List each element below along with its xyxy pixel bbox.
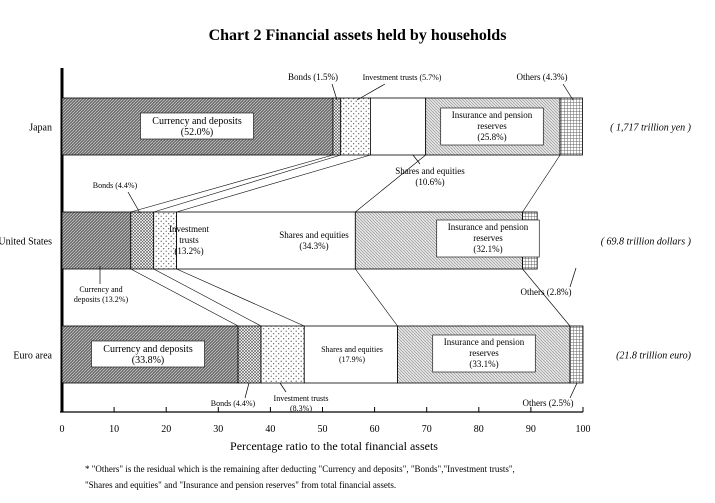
x-tick-label: 100: [576, 424, 591, 435]
connector-line: [355, 154, 426, 213]
label-japan-others: Others (4.3%): [517, 72, 568, 82]
x-tick-label: 60: [370, 424, 380, 435]
chart-title: Chart 2 Financial assets held by househo…: [208, 27, 507, 44]
x-tick-label: 90: [526, 424, 536, 435]
label-us-currency: deposits (13.2%): [74, 295, 129, 304]
connector-line: [153, 154, 341, 213]
leader-line: [412, 154, 421, 165]
connector-line: [522, 268, 571, 327]
label-euro-shares: (17.9%): [339, 355, 365, 364]
label-euro-insurance: Insurance and pension: [444, 337, 525, 347]
label-us-investment: Investment: [169, 224, 209, 234]
x-tick-label: 80: [474, 424, 484, 435]
bar-segment: [370, 97, 427, 156]
label-us-others: Others (2.8%): [521, 287, 572, 297]
label-japan-insurance: reserves: [477, 121, 507, 131]
label-us-insurance: (32.1%): [473, 244, 502, 254]
leader-line: [569, 267, 577, 288]
label-us-bonds: Bonds (4.4%): [93, 181, 138, 190]
x-tick-label: 20: [161, 424, 171, 435]
leader-line: [562, 83, 574, 101]
label-euro-shares: Shares and equities: [321, 345, 383, 354]
label-japan-insurance: (25.8%): [477, 132, 506, 142]
label-euro-investment: (8.3%): [290, 404, 312, 413]
label-euro-insurance: reserves: [469, 348, 499, 358]
connector-line: [355, 268, 398, 327]
connector-line: [153, 268, 262, 327]
total-label: ( 1,717 trillion yen ): [610, 123, 691, 134]
leader-line: [356, 83, 386, 101]
bar-segment: [559, 97, 583, 156]
x-tick-label: 30: [213, 424, 223, 435]
total-label: ( 69.8 trillion dollars ): [601, 237, 692, 248]
label-us-shares: Shares and equities: [279, 230, 349, 240]
bar-segment: [176, 211, 356, 270]
footnote-line-1: * "Others" is the residual which is the …: [85, 464, 515, 474]
leader-line: [244, 382, 250, 399]
annotation-box: [91, 340, 205, 368]
category-label: Japan: [29, 123, 52, 134]
category-label: Euro area: [13, 351, 52, 362]
bar-segment: [340, 97, 371, 156]
connector-line: [130, 268, 239, 327]
label-japan-investment: Investment trusts (5.7%): [363, 73, 442, 82]
x-tick-label: 40: [265, 424, 275, 435]
label-euro-currency: Currency and deposits: [103, 344, 193, 355]
label-euro-investment: Investment trusts: [274, 394, 329, 403]
bar-segment: [569, 325, 584, 384]
label-us-shares: (34.3%): [299, 241, 328, 251]
label-us-insurance: reserves: [473, 233, 503, 243]
label-japan-shares: (10.6%): [415, 177, 444, 187]
annotation-box: [440, 107, 544, 146]
bar-segment: [130, 211, 155, 270]
x-tick-label: 70: [422, 424, 432, 435]
label-euro-currency: (33.8%): [132, 355, 165, 366]
bar-segment: [260, 325, 305, 384]
total-label: (21.8 trillion euro): [616, 351, 692, 362]
x-tick-label: 50: [318, 424, 328, 435]
leader-line: [127, 191, 141, 214]
label-us-currency: Currency and: [79, 285, 122, 294]
label-us-insurance: Insurance and pension: [448, 222, 529, 232]
label-japan-shares: Shares and equities: [395, 166, 465, 176]
bar-segment: [61, 211, 132, 270]
annotation-box: [140, 112, 254, 140]
x-tick-label: 0: [60, 424, 65, 435]
label-us-investment: trusts: [179, 235, 199, 245]
label-euro-insurance: (33.1%): [469, 359, 498, 369]
label-euro-others: Others (2.5%): [523, 398, 574, 408]
annotation-box: [432, 334, 536, 373]
bar-segment: [332, 97, 342, 156]
bar-segment: [153, 211, 178, 270]
annotation-box: [436, 219, 540, 258]
label-us-investment: (13.2%): [174, 246, 203, 256]
leader-line: [331, 83, 338, 101]
x-axis-title: Percentage ratio to the total financial …: [230, 439, 438, 453]
category-label: United States: [0, 237, 52, 248]
connector-line: [176, 268, 305, 327]
label-euro-bonds: Bonds (4.4%): [211, 399, 256, 408]
label-japan-currency: (52.0%): [181, 127, 214, 138]
x-tick-label: 10: [109, 424, 119, 435]
footnote-line-2: "Shares and equities" and "Insurance and…: [85, 480, 397, 490]
connector-line: [130, 154, 334, 213]
label-japan-bonds: Bonds (1.5%): [288, 72, 338, 82]
label-japan-currency: Currency and deposits: [152, 116, 242, 127]
leader-line: [569, 382, 578, 399]
bar-segment: [237, 325, 262, 384]
label-japan-insurance: Insurance and pension: [452, 110, 533, 120]
leader-line: [279, 382, 287, 393]
bar-segment: [303, 325, 398, 384]
connector-line: [522, 154, 561, 213]
connector-line: [176, 154, 371, 213]
